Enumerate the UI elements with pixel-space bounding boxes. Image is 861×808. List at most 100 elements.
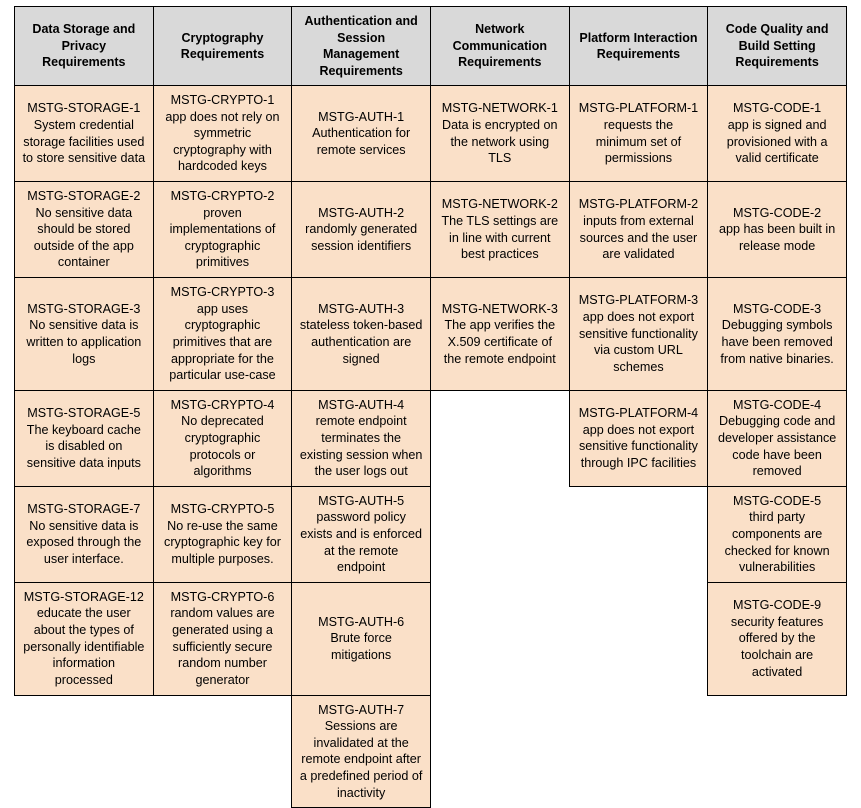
empty-cell [430,582,569,695]
requirement-id: MSTG-CODE-4 [733,397,822,412]
requirement-id: MSTG-CODE-3 [733,301,822,316]
requirement-id: MSTG-AUTH-4 [318,397,405,412]
requirement-description: No deprecated cryptographic protocols or… [181,414,264,479]
empty-cell [430,486,569,582]
requirement-description: The keyboard cache is disabled on sensit… [26,422,141,470]
requirement-id: MSTG-CRYPTO-3 [170,285,275,300]
requirement-description: remote endpoint terminates the existing … [299,414,423,479]
requirement-id: MSTG-PLATFORM-2 [578,197,699,212]
requirement-id: MSTG-NETWORK-1 [441,101,558,116]
requirement-cell: MSTG-CODE-2 app has been built in release… [707,181,847,279]
column-header-2: Cryptography Requirements [152,6,293,86]
requirement-id: MSTG-CRYPTO-1 [170,93,275,107]
empty-cell [430,695,569,808]
requirement-id: MSTG-CODE-5 [733,493,822,508]
requirement-cell: MSTG-PLATFORM-3 app does not export sensi… [568,277,709,391]
requirement-id: MSTG-CRYPTO-2 [170,189,275,204]
requirement-description: The app verifies the X.509 certificate o… [443,318,556,366]
requirement-cell: MSTG-CRYPTO-1 app does not rely on symmet… [152,84,293,183]
requirement-description: Debugging symbols have been removed from… [720,318,834,366]
empty-cell [15,695,154,808]
empty-cell [569,582,708,695]
empty-cell [569,695,708,808]
table-row: MSTG-STORAGE-12 educate the user about th… [14,581,847,696]
empty-cell [430,390,569,486]
requirement-id: MSTG-STORAGE-3 [27,301,141,316]
requirement-description: Data is encrypted on the network using T… [442,117,558,166]
requirement-id: MSTG-PLATFORM-3 [578,293,699,308]
requirement-description: app does not rely on symmetric cryptogra… [165,109,280,174]
requirement-id: MSTG-CODE-2 [733,205,822,220]
requirement-description: No re-use the same cryptographic key for… [164,518,281,566]
requirement-description: No sensitive data is exposed through the… [26,518,142,566]
requirement-description: stateless token-based authentication are… [299,318,423,366]
requirement-description: app does not export sensitive functional… [578,310,698,374]
requirement-description: No sensitive data should be stored outsi… [33,205,134,270]
requirement-id: MSTG-STORAGE-7 [27,502,141,517]
requirement-id: MSTG-STORAGE-12 [23,589,144,604]
column-header-6: Code Quality and Build Setting Requireme… [707,6,847,86]
requirement-description: random values are generated using a suff… [170,606,275,687]
requirement-description: app does not export sensitive functional… [578,422,698,470]
requirement-description: Sessions are invalidated at the remote e… [299,719,423,800]
requirement-description: security features offered by the toolcha… [730,614,824,679]
requirement-description: app uses cryptographic primitives that a… [169,301,276,383]
requirement-description: app is signed and provisioned with a val… [726,117,828,166]
requirement-description: The TLS settings are in line with curren… [441,213,559,262]
requirement-cell: MSTG-AUTH-4 remote endpoint terminates th… [291,389,431,487]
requirement-id: MSTG-AUTH-6 [318,614,405,629]
requirement-description: Authentication for remote services [312,126,411,157]
requirement-id: MSTG-STORAGE-2 [27,189,141,204]
requirement-id: MSTG-NETWORK-3 [441,301,558,316]
requirement-id: MSTG-PLATFORM-4 [578,406,699,421]
requirement-id: MSTG-STORAGE-5 [27,406,141,421]
requirement-id: MSTG-PLATFORM-1 [578,101,699,116]
requirement-description: educate the user about the types of pers… [23,606,145,687]
requirement-id: MSTG-AUTH-1 [318,109,405,124]
requirement-description: randomly generated session identifiers [305,222,418,253]
requirement-id: MSTG-CRYPTO-4 [170,397,275,412]
empty-cell [708,695,847,808]
requirement-description: No sensitive data is written to applicat… [26,318,142,366]
requirement-description: app has been built in release mode [718,222,836,253]
requirement-id: MSTG-CODE-9 [733,598,822,613]
requirement-id: MSTG-AUTH-3 [318,301,405,316]
requirement-cell: MSTG-CRYPTO-6 random values are generated… [152,581,293,696]
empty-cell [569,486,708,582]
table-row: MSTG-STORAGE-3 No sensitive data is writt… [14,277,847,391]
requirement-id: MSTG-CRYPTO-6 [170,589,275,604]
requirement-description: inputs from external sources and the use… [579,213,698,262]
requirement-description: System credential storage facilities use… [22,117,146,166]
requirement-id: MSTG-CRYPTO-5 [170,502,275,517]
requirement-id: MSTG-AUTH-2 [318,205,405,220]
column-header-3: Authentication and Session Management Re… [291,6,431,86]
empty-cell [153,695,292,808]
requirement-description: Debugging code and developer assistance … [717,414,837,479]
requirement-id: MSTG-NETWORK-2 [441,197,558,212]
requirement-id: MSTG-CODE-1 [733,101,822,116]
